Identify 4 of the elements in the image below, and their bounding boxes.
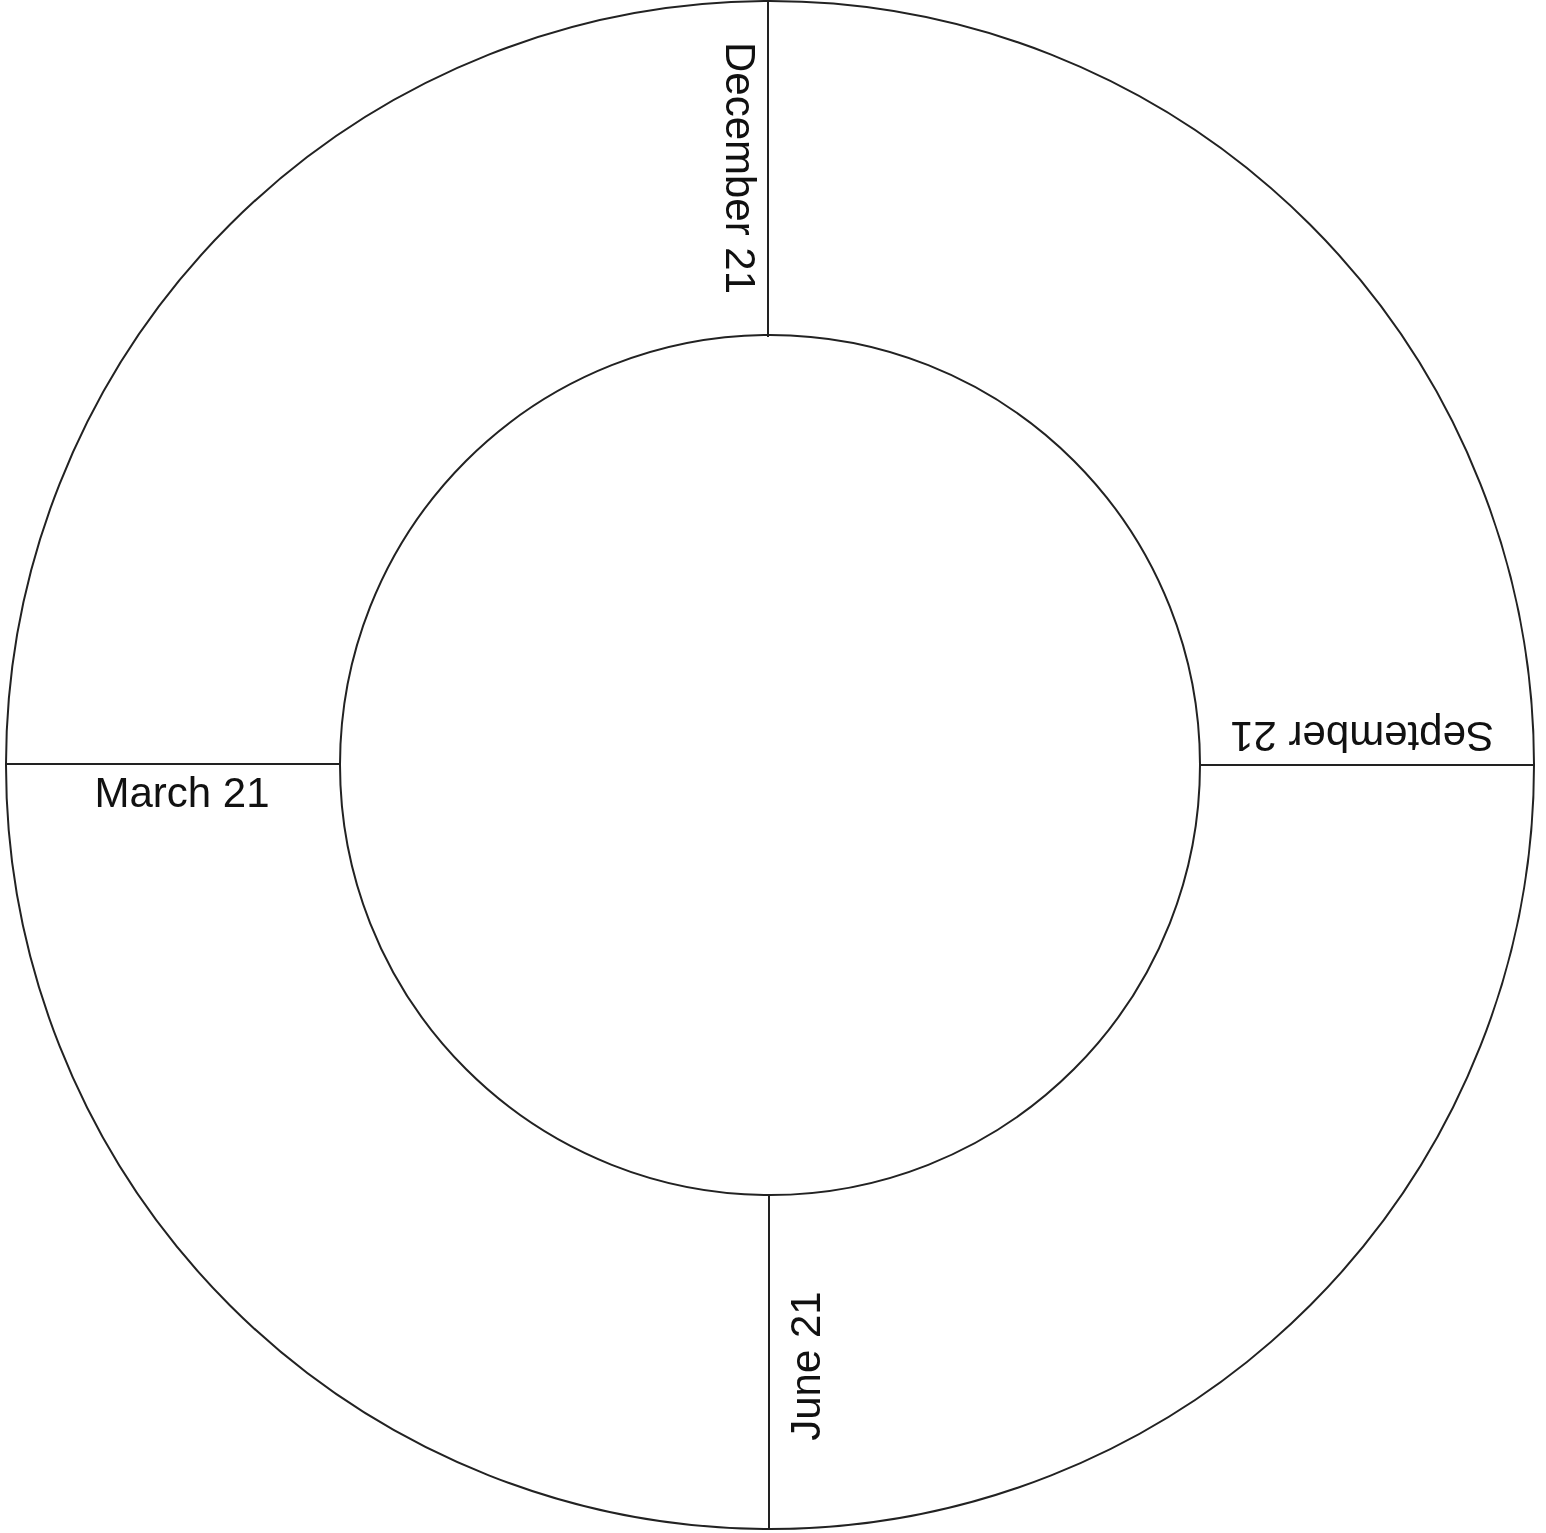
date-label: June 21	[785, 1291, 827, 1441]
date-label: December 21	[719, 41, 761, 295]
date-label: March 21	[94, 772, 270, 814]
date-label: September 21	[1230, 715, 1494, 757]
